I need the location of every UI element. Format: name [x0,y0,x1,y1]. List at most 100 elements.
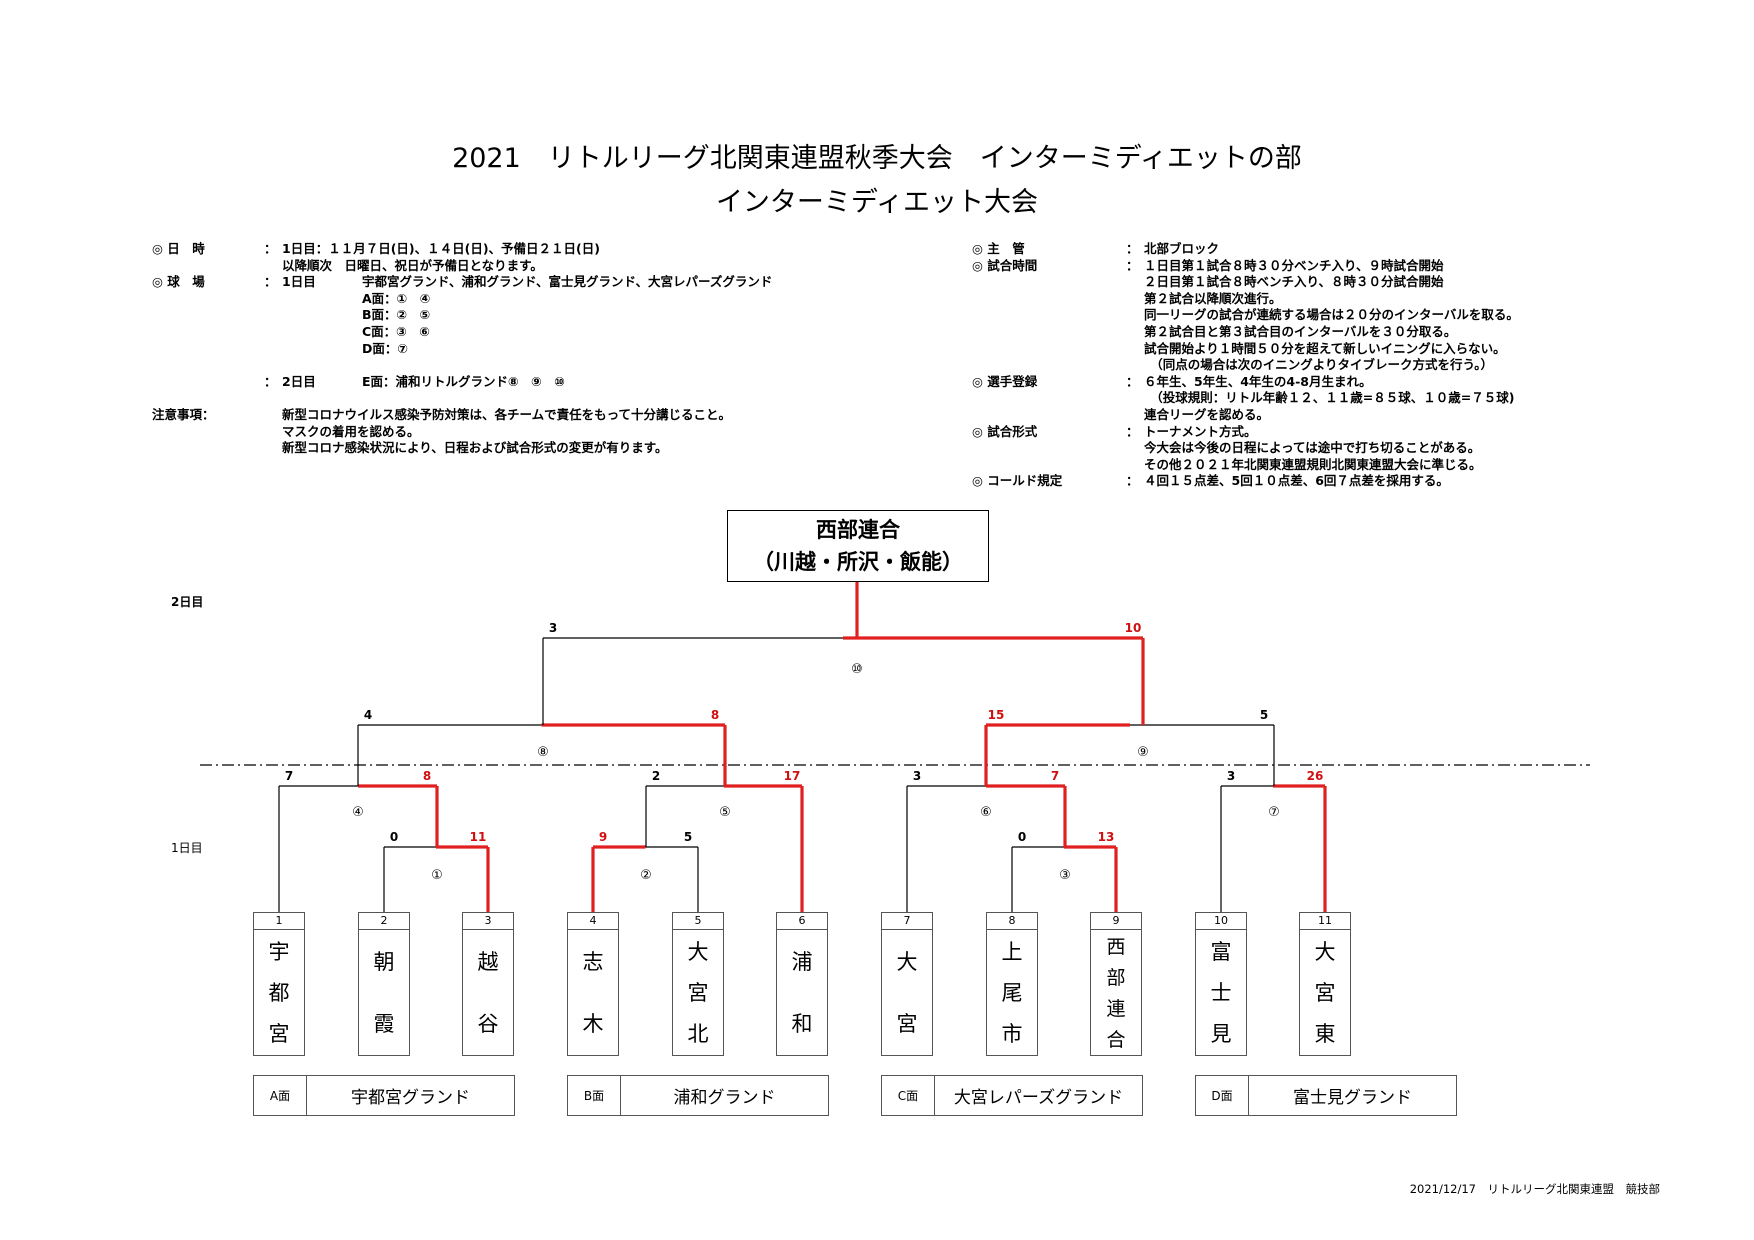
team-name-char: 宇 [268,939,290,964]
venue-box: A面宇都宮グランド [253,1075,515,1116]
team-name-char: 見 [1210,1022,1232,1047]
team-name-char: 和 [791,1012,813,1036]
team-name: 越谷 [463,930,513,1054]
team-name-char: 連 [1106,998,1126,1020]
venue-box: D面富士見グランド [1195,1075,1457,1116]
team-number: 8 [987,913,1037,930]
left-info-text: 注意事項： [152,406,215,422]
team-name-char: 宮 [687,980,709,1005]
right-info-text: （同点の場合は次のイニングよりタイブレーク方式を行う。） [1144,357,1494,373]
day1-label: 1日目 [171,841,203,855]
game-score: 3 [913,769,921,783]
team-number: 9 [1091,913,1141,930]
venue-box: B面浦和グランド [567,1075,829,1116]
game-score: 5 [1260,708,1268,722]
team-name-char: 大 [896,950,918,974]
left-info-text: C面：③ ⑥ [362,323,430,339]
game-number: ⑨ [1137,745,1149,760]
left-info-text: 宇都宮グランド、浦和グランド、富士見グランド、大宮レパーズグランド [362,274,773,290]
champion-name: 西部連合 [816,518,900,542]
game-score: 17 [784,769,801,783]
team-name: 宇都宮 [254,930,304,1054]
team-name-char: 合 [1106,1029,1126,1051]
left-info-text: ◎ 日 時 [152,241,205,256]
team-name: 大宮東 [1300,930,1350,1054]
left-info-text: 2日目 [282,373,316,389]
right-info-text: 同一リーグの試合が連続する場合は２０分のインターバルを取る。 [1144,307,1519,323]
venue-code: C面 [882,1076,935,1115]
team-name-char: 宮 [1314,980,1336,1005]
right-info-text: 第２試合目と第３試合目のインターバルを３０分取る。 [1144,323,1457,339]
team-name-char: 浦 [791,950,813,974]
team-name-char: 大 [1314,939,1336,964]
team-number: 2 [359,913,409,930]
venue-code: A面 [254,1076,307,1115]
game-score: 3 [1227,769,1235,783]
team-name-char: 上 [1001,939,1023,964]
team-name-char: 都 [268,980,290,1005]
right-info-text: ： [1126,373,1139,389]
game-score: 8 [423,769,431,783]
venue-code: D面 [1196,1076,1249,1115]
game-score: 4 [364,708,372,722]
game-score: 26 [1307,769,1324,783]
team-number: 11 [1300,913,1350,930]
right-info-text: ◎ コールド規定 [972,473,1063,489]
right-info-text: ６年生、5年生、4年生の4-8月生まれ。 [1144,373,1372,389]
left-info-text: 新型コロナウイルス感染予防対策は、各チームで責任をもって十分講じること。 [282,406,732,422]
right-info-text: ４回１５点差、5回１０点差、6回７点差を採用する。 [1144,473,1449,489]
team-name-char: 北 [687,1022,709,1047]
team-number: 3 [463,913,513,930]
left-info-text: E面：浦和リトルグランド⑧ ⑨ ⑩ [362,373,565,389]
left-info-text: 1日目 [282,274,316,290]
right-info-text: ◎ 試合時間 [972,257,1038,273]
right-info-text: ： [1126,241,1139,256]
venue-name: 大宮レパーズグランド [953,1088,1124,1108]
page-title: 2021 リトルリーグ北関東連盟秋季大会 インターミディエットの部 [452,143,1302,174]
game-score: 15 [988,708,1005,722]
team-number: 5 [673,913,723,930]
left-info-text: 1日目：１１月７日(日)、１４日(日)、予備日２１日(日) [282,241,600,256]
right-info-text: 連合リーグを認める。 [1144,406,1270,422]
left-info-text: 以降順次 日曜日、祝日が予備日となります。 [282,257,543,273]
game-score: 8 [711,708,719,722]
right-info-text: 第２試合以降順次進行。 [1144,290,1282,306]
team-number: 4 [568,913,618,930]
right-info-text: 北部ブロック [1144,241,1220,256]
game-number: ① [431,868,443,883]
team-name-char: 木 [582,1012,604,1036]
right-info-text: ： [1126,423,1139,439]
game-score: 10 [1125,621,1142,635]
right-info-text: その他２０２１年北関東連盟規則北関東連盟大会に準じる。 [1144,456,1482,472]
right-info-text: トーナメント方式。 [1144,423,1257,439]
left-info-text: マスクの着用を認める。 [282,423,420,439]
game-number: ② [640,868,652,883]
game-score: 0 [390,830,398,844]
right-info-text: 試合開始より１時間５０分を超えて新しいイニングに入らない。 [1144,340,1506,356]
footer-credit: 2021/12/17 リトルリーグ北関東連盟 競技部 [1409,1182,1660,1196]
game-number: ⑦ [1268,805,1280,820]
right-info-text: １日目第１試合８時３０分ベンチ入り、９時試合開始 [1144,257,1444,273]
venue-name: 浦和グランド [673,1088,776,1108]
game-score: 5 [684,830,692,844]
right-info-text: ◎ 選手登録 [972,373,1038,389]
team-name-char: 宮 [896,1012,918,1036]
team-name-char: 谷 [477,1012,499,1036]
right-info-text: （投球規則：リトル年齢１２、１１歳=８５球、１０歳=７５球) [1144,390,1515,406]
team-name-char: 部 [1106,967,1126,989]
right-info-text: ： [1126,473,1139,489]
game-number: ⑤ [719,805,731,820]
game-number: ④ [352,805,364,820]
left-info-text: A面：① ④ [362,290,431,306]
champion-members: （川越・所沢・飯能） [753,550,963,574]
team-name: 朝霞 [359,930,409,1054]
game-score: 7 [285,769,293,783]
